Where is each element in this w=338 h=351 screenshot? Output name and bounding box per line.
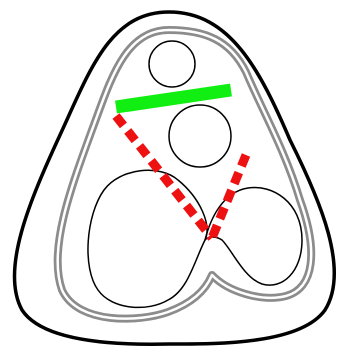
- small-circle-top: [149, 41, 195, 87]
- lobe-right: [205, 187, 302, 285]
- red-dashed-line-left: [116, 116, 212, 238]
- inner-gray-boundary-core: [58, 30, 312, 319]
- inner-gray-boundary: [58, 30, 312, 319]
- red-dashed-line-right: [212, 155, 246, 238]
- medium-circle: [169, 105, 231, 167]
- green-line: [116, 90, 231, 107]
- large-blob-left: [88, 170, 207, 307]
- inner-gray-boundary-outer: [58, 30, 312, 319]
